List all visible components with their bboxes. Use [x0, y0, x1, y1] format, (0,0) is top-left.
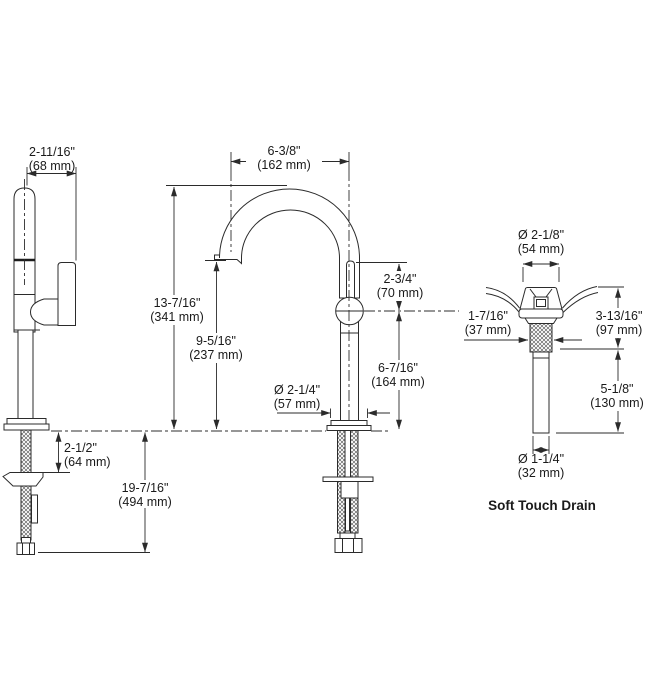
dim-spout-height-mm: (237 mm) [189, 348, 242, 362]
dim-handle-to-deck-mm: (164 mm) [371, 375, 424, 389]
drain-view [485, 286, 599, 434]
dim-supply-length-in: 19-7/16" [122, 481, 169, 495]
dim-tailpiece-length: 5-1/8" (130 mm) [556, 350, 645, 434]
dim-base-diameter: Ø 2-1/4" (57 mm) [274, 383, 390, 418]
sink-curve-left-bottom [485, 293, 520, 313]
mounting-nut-front [340, 481, 359, 499]
sink-curve-right-top [562, 286, 598, 309]
dim-thread-diameter-mm: (37 mm) [465, 323, 512, 337]
dim-handle-to-deck-in: 6-7/16" [378, 361, 418, 375]
dim-spout-depth: 2-11/16" (68 mm) [26, 145, 77, 261]
mounting-nut-side [2, 472, 44, 487]
dim-body-height-in: 3-13/16" [596, 309, 643, 323]
dim-deck-to-mount: 2-1/2" (64 mm) [43, 432, 111, 473]
dim-tailpiece-diameter-in: Ø 1-1/4" [518, 452, 564, 466]
dim-tailpiece-diameter: Ø 1-1/4" (32 mm) [518, 436, 565, 480]
dim-supply-length-mm: (494 mm) [118, 495, 171, 509]
dim-spout-height: 9-5/16" (237 mm) [182, 260, 250, 430]
dim-flange-diameter-mm: (54 mm) [518, 242, 565, 256]
dim-handle-height-in: 2-3/4" [384, 272, 417, 286]
escutcheon-bottom [326, 425, 372, 431]
dim-tailpiece-diameter-mm: (32 mm) [518, 466, 565, 480]
base-plate-bottom [3, 423, 50, 431]
dim-spout-reach-in: 6-3/8" [268, 144, 301, 158]
dim-spout-reach: 6-3/8" (162 mm) [230, 144, 350, 172]
hose-connector-side [16, 542, 35, 555]
dim-body-height-mm: (97 mm) [596, 323, 643, 337]
dim-spout-height-in: 9-5/16" [196, 334, 236, 348]
dim-spout-depth-mm: (68 mm) [29, 159, 76, 173]
dim-overall-height-in: 13-7/16" [154, 296, 201, 310]
faucet-stem-side [17, 329, 34, 419]
dim-handle-to-deck: 6-7/16" (164 mm) [369, 311, 427, 430]
dim-overall-height: 13-7/16" (341 mm) [140, 185, 287, 430]
hose-connector-cap-front [339, 532, 356, 539]
drain-caption: Soft Touch Drain [488, 498, 596, 513]
mounting-washer-front [322, 476, 374, 482]
dim-overall-height-mm: (341 mm) [150, 310, 203, 324]
dim-deck-to-mount-in: 2-1/2" [64, 441, 97, 455]
dim-tailpiece-length-mm: (130 mm) [590, 396, 643, 410]
shank-rod-front [345, 497, 350, 532]
sink-curve-right-bottom [562, 292, 599, 313]
escutcheon-top [330, 420, 368, 426]
dim-thread-diameter: 1-7/16" (37 mm) [464, 309, 582, 343]
handle-side [57, 262, 76, 326]
hose-connector-cap-side [21, 537, 31, 544]
drain-flange-ring [518, 308, 564, 319]
drain-locknut [524, 317, 558, 324]
faucet-column [340, 319, 359, 421]
dim-flange-diameter: Ø 2-1/8" (54 mm) [518, 228, 565, 282]
dim-handle-height: 2-3/4" (70 mm) [356, 262, 427, 311]
mounting-rod-side [31, 494, 38, 524]
sink-curve-left-top [485, 287, 520, 309]
handle-joint-side [29, 298, 59, 326]
dim-thread-diameter-in: 1-7/16" [468, 309, 508, 323]
dim-supply-length: 19-7/16" (494 mm) [38, 432, 177, 553]
base-plate-top [6, 418, 47, 425]
dim-handle-height-mm: (70 mm) [377, 286, 424, 300]
drain-tailpiece [532, 351, 550, 434]
dim-base-diameter-mm: (57 mm) [274, 397, 321, 411]
drain-threads [529, 323, 553, 353]
dim-deck-to-mount-mm: (64 mm) [64, 455, 111, 469]
dim-spout-reach-mm: (162 mm) [257, 158, 310, 172]
dim-tailpiece-length-in: 5-1/8" [601, 382, 634, 396]
hose-connector-front [334, 538, 363, 553]
gooseneck-spout [214, 188, 360, 299]
dim-body-height: 3-13/16" (97 mm) [560, 286, 645, 350]
dim-base-diameter-in: Ø 2-1/4" [274, 383, 320, 397]
faucet-side-view [2, 179, 76, 555]
handle-lever-front [346, 260, 355, 301]
dim-spout-depth-in: 2-11/16" [29, 145, 75, 159]
faucet-front-view [214, 170, 459, 553]
dim-flange-diameter-in: Ø 2-1/8" [518, 228, 564, 242]
